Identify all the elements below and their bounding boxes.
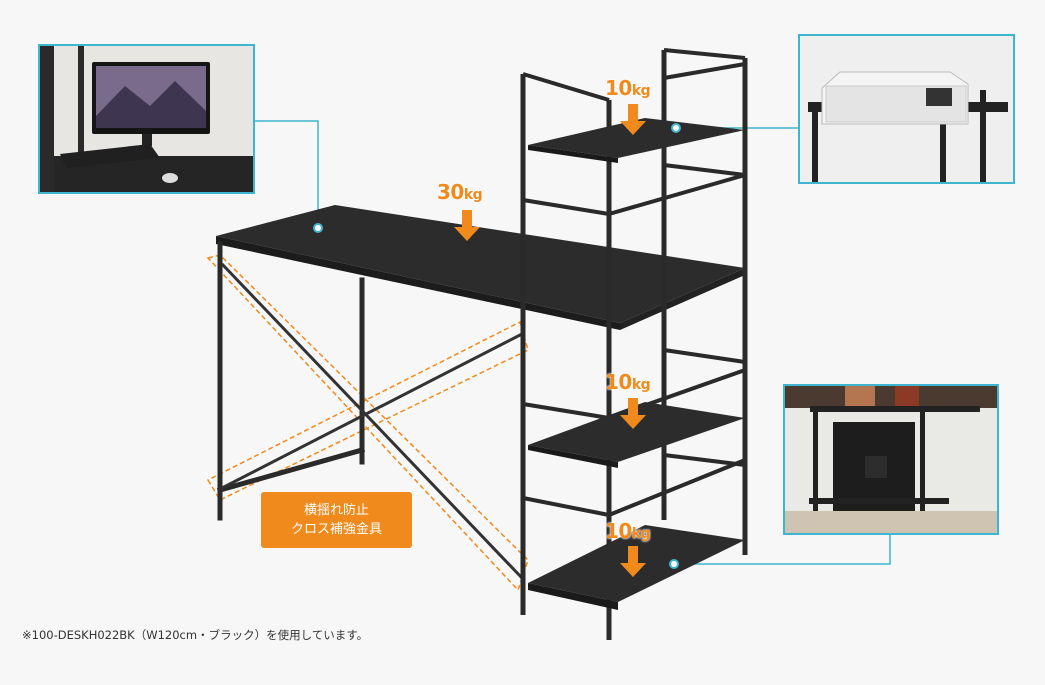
callout-line2: クロス補強金具: [290, 522, 382, 537]
printer-image: [800, 36, 1013, 182]
load-unit: kg: [463, 187, 483, 203]
bottom-shelf-load-label: 10kg: [605, 519, 651, 543]
desk-load-label: 30kg: [437, 180, 483, 204]
callout-line1: 横揺れ防止: [303, 503, 369, 518]
load-unit: kg: [631, 377, 651, 393]
down-arrow-icon: [620, 104, 646, 135]
pc-image: [785, 386, 997, 533]
load-value: 10: [605, 76, 632, 100]
load-unit: kg: [631, 83, 651, 99]
pc-tower-photo: [783, 384, 999, 535]
monitor-image: [40, 46, 253, 192]
load-value: 10: [605, 370, 632, 394]
load-value: 30: [437, 180, 464, 204]
down-arrow-icon: [620, 398, 646, 429]
top-shelf-load-label: 10kg: [605, 76, 651, 100]
middle-shelf-load-label: 10kg: [605, 370, 651, 394]
load-unit: kg: [631, 526, 651, 542]
cross-brace-highlight: [206, 254, 529, 592]
cross-brace-callout: 横揺れ防止 クロス補強金具: [261, 492, 412, 548]
monitor-photo: [38, 44, 255, 194]
printer-photo: [798, 34, 1015, 184]
load-value: 10: [605, 519, 632, 543]
model-footnote: ※100-DESKH022BK（W120cm・ブラック）を使用しています。: [22, 628, 369, 642]
down-arrow-icon: [454, 210, 480, 241]
down-arrow-icon: [620, 546, 646, 577]
